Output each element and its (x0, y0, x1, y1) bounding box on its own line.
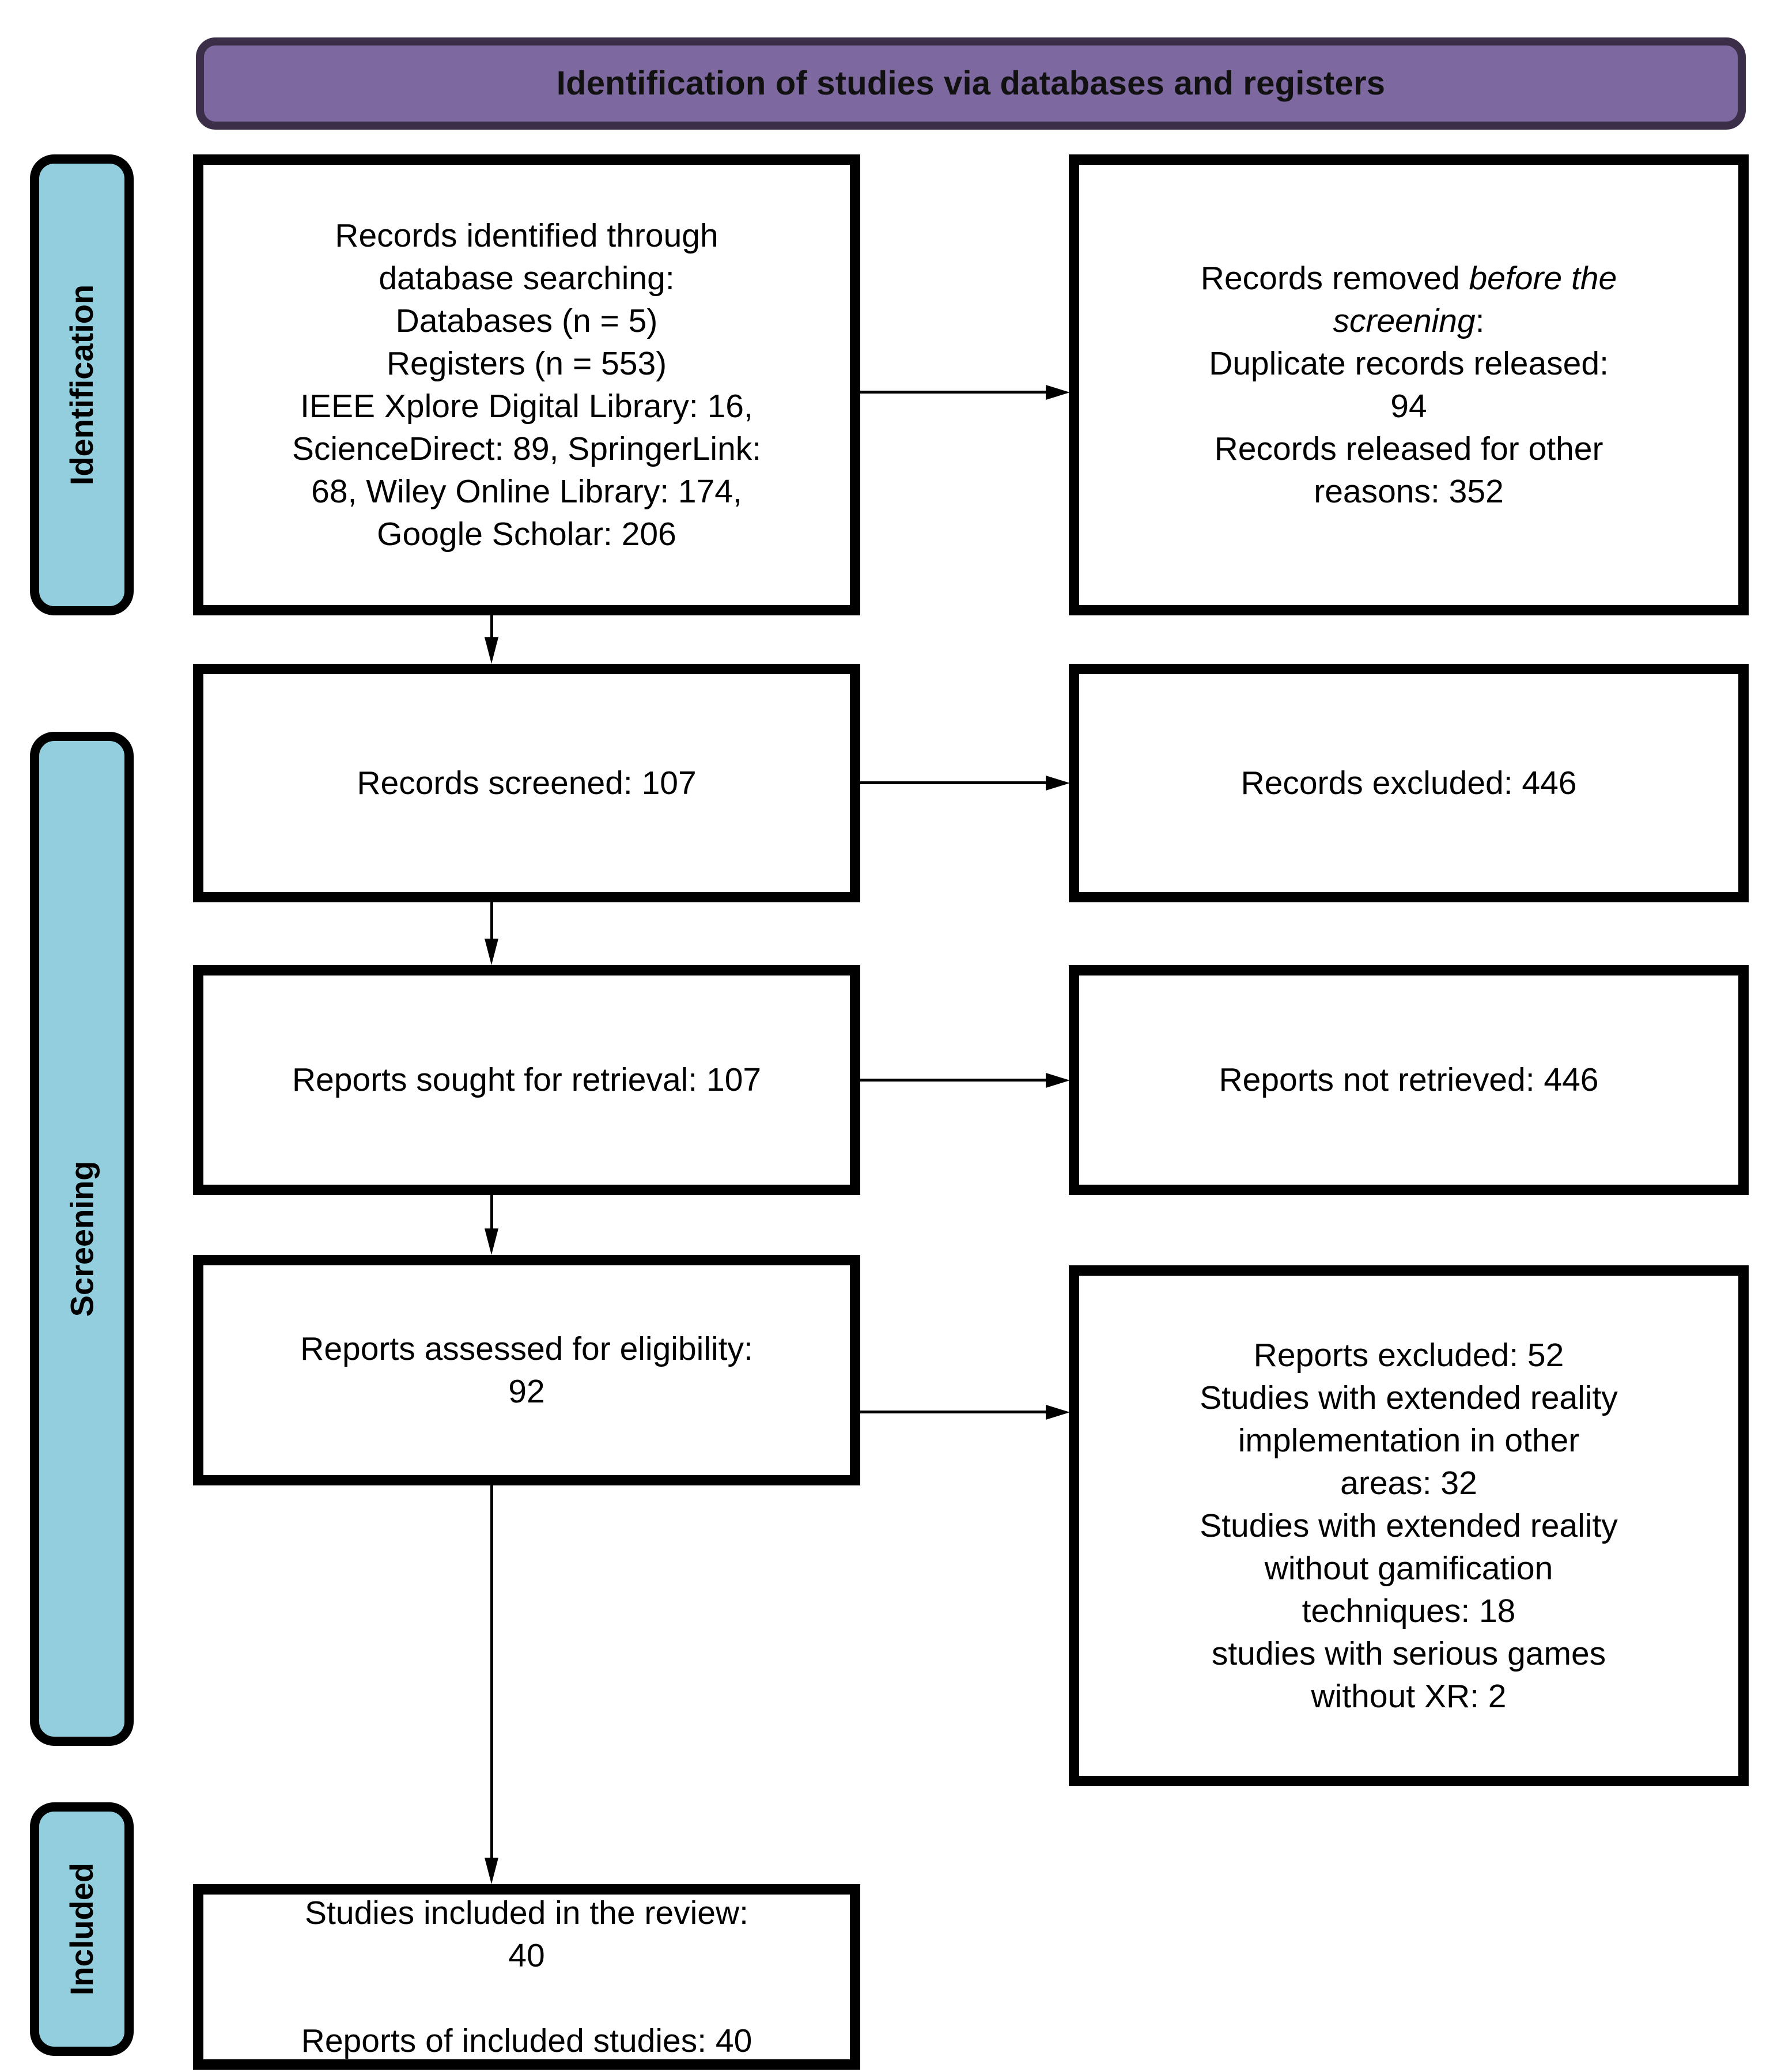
box-reports-not-retrieved-text: Reports not retrieved: 446 (1219, 1061, 1599, 1099)
line-6: 68, Wiley Online Library: 174, (311, 473, 742, 511)
page-title: Identification of studies via databases … (556, 65, 1386, 103)
arrow-head-icon (485, 1858, 498, 1884)
line-2: Duplicate records released: (1209, 345, 1609, 382)
line-8: without XR: 2 (1311, 1678, 1507, 1715)
arrow-head-icon (1046, 385, 1070, 400)
line-1: 40 (508, 1937, 545, 1974)
arrow-assessed-to-reports-excluded (860, 1405, 1070, 1420)
arrow-sought-to-not-retrieved (860, 1073, 1070, 1088)
box-records-identified-text: Records identified through database sear… (223, 214, 830, 556)
box-records-removed: Records removed before the screening: Du… (1069, 154, 1749, 615)
arrow-identified-to-removed (860, 385, 1070, 400)
arrow-identified-to-screened (485, 615, 498, 664)
arrow-screened-to-sought (485, 902, 498, 965)
line-0: Reports excluded: 52 (1253, 1336, 1564, 1374)
line-5: without gamification (1264, 1550, 1553, 1587)
box-reports-excluded: Reports excluded: 52 Studies with extend… (1069, 1265, 1749, 1786)
line-2: Databases (n = 5) (395, 302, 658, 339)
line-7: studies with serious games (1211, 1635, 1606, 1673)
line-1: Studies with extended reality (1200, 1379, 1618, 1416)
box-records-excluded-text: Records excluded: 446 (1240, 764, 1577, 801)
box-reports-assessed: Reports assessed for eligibility: 92 (193, 1255, 860, 1485)
line-1: 92 (508, 1373, 545, 1410)
box-records-identified: Records identified through database sear… (193, 154, 860, 615)
stage-label-identification: Identification (30, 154, 134, 615)
line-1: database searching: (379, 259, 675, 297)
line-4: Studies with extended reality (1200, 1507, 1618, 1544)
line-4: IEEE Xplore Digital Library: 16, (300, 388, 753, 425)
line-0: Reports assessed for eligibility: (300, 1330, 753, 1367)
arrow-head-icon (485, 637, 498, 664)
box-records-excluded: Records excluded: 446 (1069, 664, 1749, 902)
arrow-shaft (490, 902, 493, 940)
arrow-shaft (860, 781, 1047, 784)
box-reports-assessed-text: Reports assessed for eligibility: 92 (223, 1328, 830, 1413)
arrow-head-icon (485, 1228, 498, 1255)
line-0: Studies included in the review: (305, 1894, 748, 1931)
line-0: Records identified through (335, 217, 718, 254)
line-plain-0: Records removed (1200, 259, 1469, 297)
line-3: Registers (n = 553) (386, 345, 667, 382)
box-reports-not-retrieved: Reports not retrieved: 446 (1069, 965, 1749, 1195)
arrow-shaft (860, 1079, 1047, 1082)
line-3: areas: 32 (1340, 1464, 1477, 1502)
arrow-shaft (490, 1485, 493, 1859)
line-italic-0: before the (1469, 259, 1617, 297)
arrow-head-icon (1046, 776, 1070, 791)
line-plain-1: : (1475, 302, 1485, 339)
box-reports-excluded-text: Reports excluded: 52 Studies with extend… (1099, 1334, 1719, 1718)
arrow-shaft (860, 391, 1047, 394)
box-studies-included: Studies included in the review: 40 Repor… (193, 1884, 860, 2070)
header-banner: Identification of studies via databases … (196, 37, 1746, 130)
arrow-shaft (860, 1411, 1047, 1413)
arrow-sought-to-assessed (485, 1195, 498, 1255)
arrow-head-icon (1046, 1073, 1070, 1088)
line-italic-1: screening (1333, 302, 1476, 339)
line-7: Google Scholar: 206 (377, 516, 676, 553)
line-3: Reports of included studies: 40 (301, 2022, 752, 2060)
line-2: implementation in other (1238, 1421, 1580, 1459)
line-5: ScienceDirect: 89, SpringerLink: (292, 430, 762, 468)
box-studies-included-text: Studies included in the review: 40 Repor… (223, 1892, 830, 2062)
arrow-head-icon (1046, 1405, 1070, 1420)
box-records-removed-text: Records removed before the screening: Du… (1099, 257, 1719, 513)
arrow-shaft (490, 1195, 493, 1230)
box-records-screened: Records screened: 107 (193, 664, 860, 902)
stage-label-included-text: Included (63, 1862, 100, 1996)
line-4: Records released for other (1214, 430, 1603, 468)
line-5: reasons: 352 (1314, 473, 1504, 511)
stage-label-included: Included (30, 1802, 134, 2056)
stage-label-screening-text: Screening (63, 1160, 100, 1317)
stage-label-screening: Screening (30, 732, 134, 1746)
stage-label-identification-text: Identification (63, 284, 100, 486)
arrow-screened-to-excluded (860, 776, 1070, 791)
arrow-shaft (490, 615, 493, 638)
box-reports-sought: Reports sought for retrieval: 107 (193, 965, 860, 1195)
box-records-screened-text: Records screened: 107 (357, 764, 697, 801)
arrow-assessed-to-included (485, 1485, 498, 1884)
line-6: techniques: 18 (1302, 1593, 1516, 1630)
line-3: 94 (1390, 388, 1427, 425)
arrow-head-icon (485, 939, 498, 965)
box-reports-sought-text: Reports sought for retrieval: 107 (292, 1061, 762, 1099)
